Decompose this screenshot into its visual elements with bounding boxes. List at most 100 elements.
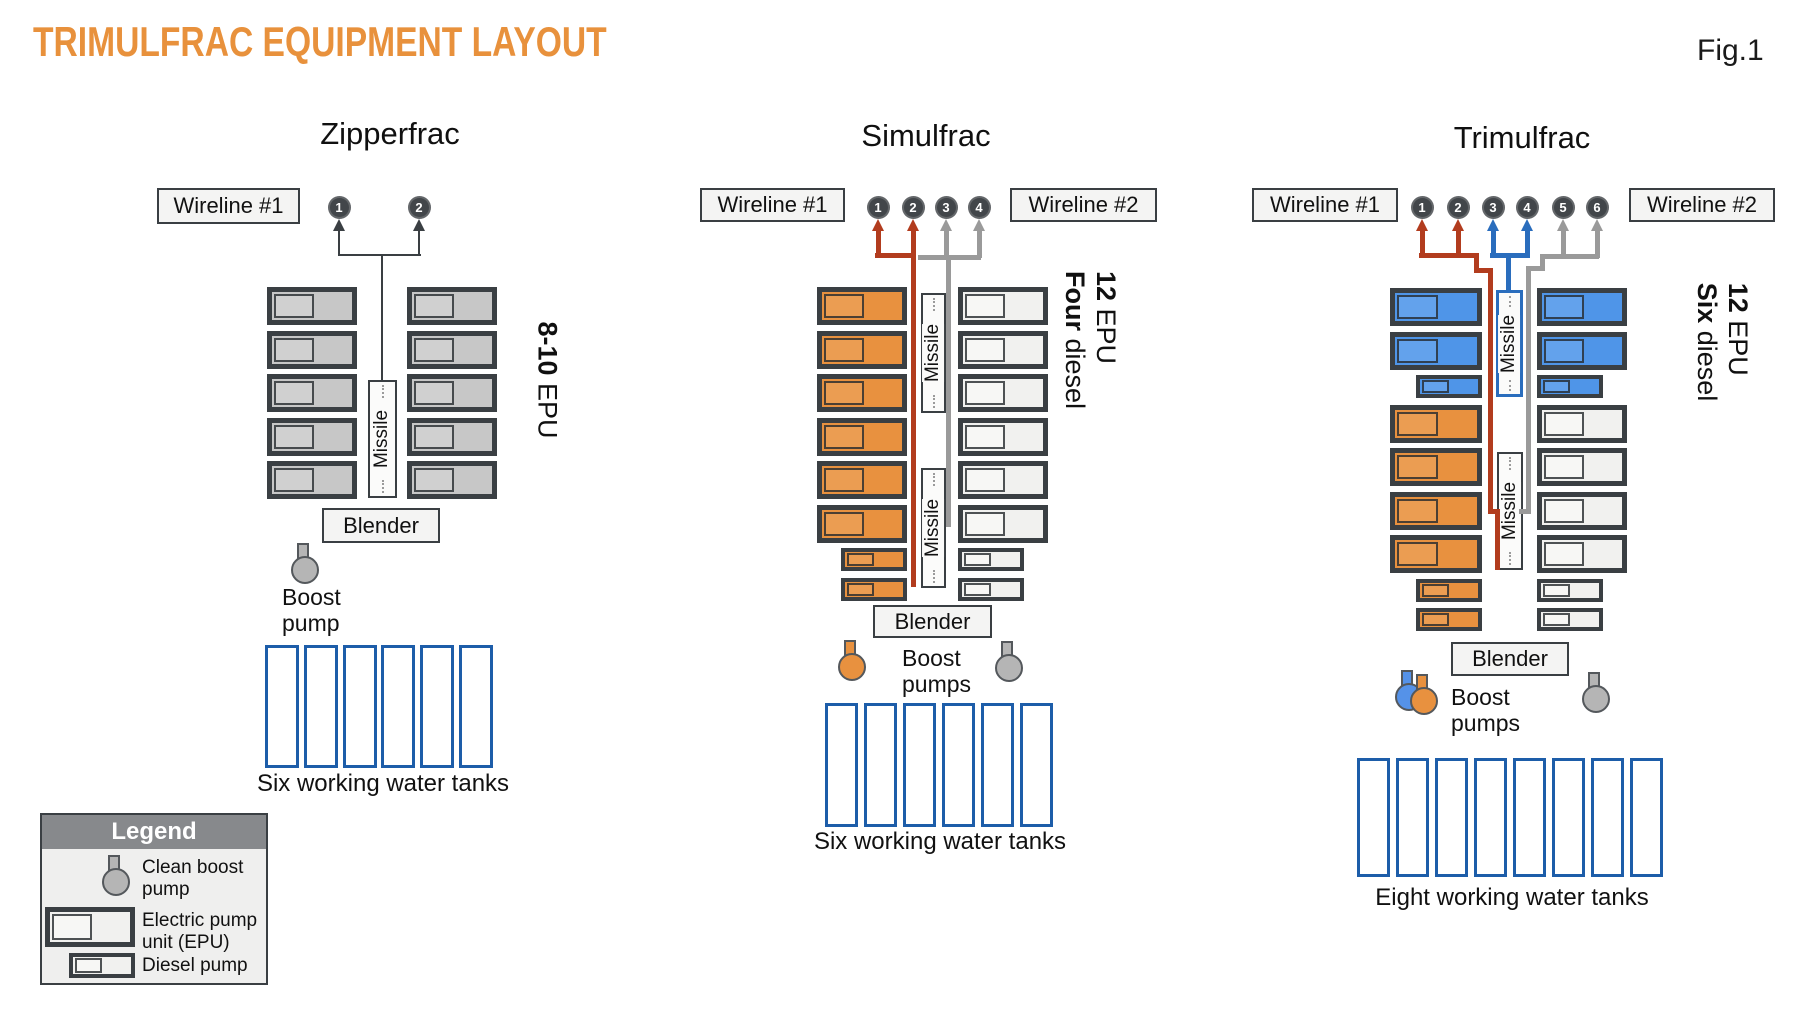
wireline-segment [1526,266,1545,271]
well-number-circle: 4 [1515,196,1539,219]
well-number-circle: 3 [934,196,958,219]
wireline-segment [1506,253,1511,293]
arrow-up-icon [332,219,345,231]
wireline-segment [1495,509,1500,570]
epu-unit [817,330,907,369]
wireline-segment [1474,253,1479,273]
epu-cell [274,294,314,318]
side-label-rest: EPU [532,375,563,439]
epu-cell [414,294,454,318]
epu-cell [1544,498,1584,523]
epu-cell [824,294,864,318]
water-tank [1630,758,1663,877]
orange-boost-pump-icon [1410,674,1440,716]
well-number-circle: 1 [866,196,890,219]
blender-label-text: Blender [1472,646,1548,671]
gray-boost-pump-icon [1582,672,1612,714]
epu-unit [1390,491,1482,530]
gray-boost-pump-icon [291,543,321,585]
diesel-cell [847,553,875,566]
wireline-1-label-text: Wireline #1 [1269,192,1381,217]
diesel-pump-unit [841,548,907,571]
side-count-label: 8-10 EPU [532,321,563,438]
side-label-bold: Six [1692,282,1722,324]
wireline-1-label-text: Wireline #1 [717,192,828,217]
wireline-2-label: Wireline #2 [1629,188,1775,222]
water-tank [942,703,975,827]
water-tank [1513,758,1546,877]
epu-unit [958,287,1048,325]
epu-cell [1397,295,1438,319]
diesel-cell [1543,583,1571,597]
diesel-cell [1422,613,1450,626]
water-tank [981,703,1014,827]
wireline-stub [418,226,420,256]
missile-unit: Missile [921,468,946,588]
diesel-cell [847,582,875,596]
pump-circle [838,653,866,681]
epu-unit [1537,288,1627,326]
wireline-segment [1540,254,1599,259]
epu-cell [1397,455,1438,479]
wireline-segment [911,253,916,587]
side-count-label-line: Four diesel [1059,271,1090,409]
water-tank [1396,758,1429,877]
boost-pump-label-line: pump [282,610,340,636]
arrow-up-icon [1590,219,1603,231]
arrow-up-icon [412,219,425,231]
side-label-rest: diesel [1060,330,1090,410]
missile-label: Missile [922,498,945,558]
well-number-circle: 3 [1481,196,1505,219]
wireline-segment [1488,509,1500,514]
boost-pump-label-line: Boost [902,645,961,671]
epu-unit [958,461,1048,499]
epu-unit [958,374,1048,412]
epu-cell [414,468,454,492]
side-label-rest: EPU [1091,301,1121,365]
diesel-pump-unit [958,548,1024,571]
missile-unit: Missile [1496,290,1523,397]
wireline-segment [1488,268,1493,514]
boost-pump-label-line: Boost [282,584,341,610]
epu-unit [1390,331,1482,370]
epu-unit [958,330,1048,369]
epu-unit [1537,491,1627,530]
side-label-bold: 12 [1091,270,1121,302]
section-title-simulfrac: Simulfrac [861,118,991,153]
legend-title: Legend [42,815,266,849]
side-count-label-line: 12 EPU [1722,283,1753,402]
epu-cell [274,424,314,449]
epu-cell [274,337,314,362]
missile-label: Missile [1499,481,1521,541]
wireline-segment [1540,254,1545,271]
missile-label: Missile [922,323,945,383]
side-label-bold: Four [1060,270,1090,331]
tanks-count-label: Six working water tanks [256,770,510,797]
wireline-segment [1519,509,1531,514]
epu-cell [965,511,1005,536]
epu-unit [407,330,497,369]
missile-unit: Missile [368,380,397,498]
arrow-up-icon [906,219,919,231]
epu-unit [267,461,357,499]
tanks-count-label: Six working water tanks [813,828,1067,855]
wireline-stub [943,226,949,258]
wireline-stub [1455,226,1461,258]
epu-unit [407,461,497,499]
wireline-segment [338,254,421,256]
epu-cell [1544,542,1584,566]
arrow-up-icon [1451,219,1464,231]
epu-cell [965,381,1005,405]
epu-unit [817,374,907,412]
epu-unit [267,374,357,412]
epu-unit [1537,404,1627,443]
side-count-label-line: 8-10 EPU [532,321,563,438]
orange-boost-pump-icon [838,640,868,682]
diesel-pump-icon [69,953,135,978]
wireline-2-label: Wireline #2 [1010,188,1157,222]
pump-circle [102,868,130,896]
arrow-up-icon [871,219,884,231]
wireline-segment [381,254,383,381]
diesel-cell [1543,380,1571,393]
